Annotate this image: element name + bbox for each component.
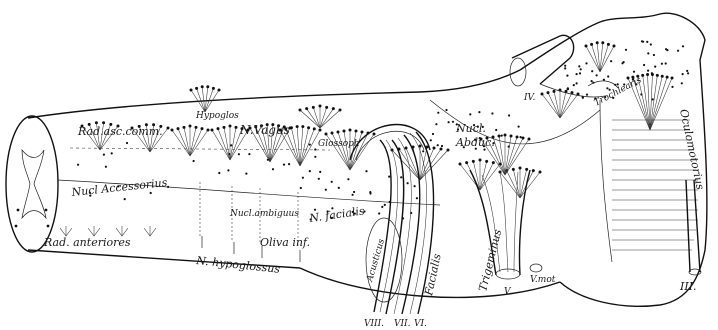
label-nucl-ambiguus: Nucl.ambiguus <box>229 209 299 219</box>
label-n-facialis: N. facialis <box>308 204 366 225</box>
label-v: V. <box>504 287 512 297</box>
label-oculomotorius: Oculomotorius <box>677 108 707 191</box>
label-n-vagus: N.Vagus <box>239 123 290 137</box>
label-trochlearis: Trochlearis <box>593 75 644 108</box>
label-vii: VII. <box>394 319 411 329</box>
label-rad-anteriores: Rad. anteriores <box>43 236 131 249</box>
label-facialis: Facialis <box>422 252 444 297</box>
label-n-hypoglossus: N. hypoglossus <box>195 254 281 276</box>
label-iii: III. <box>679 280 697 293</box>
label-rad-asc-comm: Rad.asc.comm. <box>77 125 163 138</box>
label-hypoglossus-nucleus: Hypoglos <box>195 111 239 121</box>
label-iv: IV. <box>523 93 536 103</box>
brainstem-outline <box>6 13 707 306</box>
label-v-mot: V.mot <box>530 275 556 285</box>
label-trigeminus: Trigeminus <box>476 228 504 293</box>
label-glossoph: Glossoph <box>318 139 360 149</box>
label-oliva-inf: Oliva inf. <box>260 236 310 249</box>
nucleus-cell-groups <box>77 40 689 220</box>
spinal-cord-cross-section <box>15 150 50 227</box>
label-nucl-abduc-line1: Nucl. <box>455 122 486 135</box>
label-viii: VIII. <box>364 319 384 329</box>
label-vi: VI. <box>414 319 427 329</box>
label-nucl-abduc-line2: Abduc. <box>455 136 495 149</box>
label-nucl-accessorius: Nucl Accessorius <box>70 176 168 199</box>
